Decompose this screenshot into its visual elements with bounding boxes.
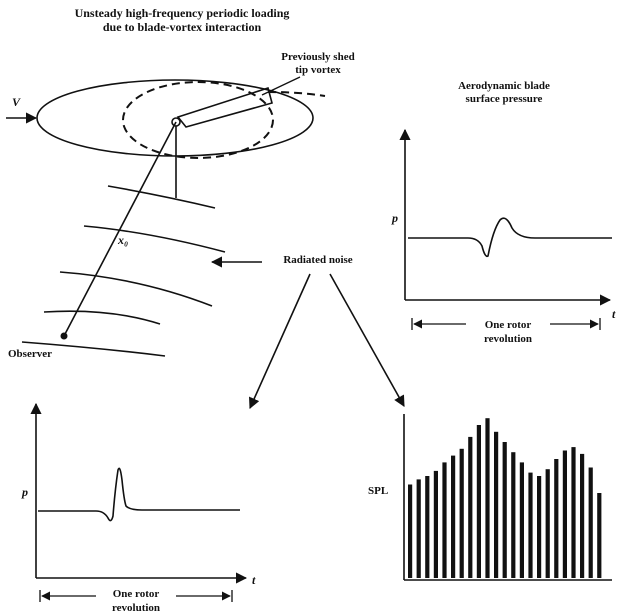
- spl-bar: [494, 431, 499, 578]
- spl-bar: [425, 476, 430, 578]
- upper-t-label: t: [612, 307, 616, 321]
- aero-pressure-label-line-1: Aerodynamic blade: [458, 80, 550, 92]
- lower-one-rotor-label: One rotor: [113, 588, 160, 600]
- lower-t-label: t: [252, 573, 256, 587]
- spl-bar: [408, 484, 413, 578]
- spl-bar: [571, 447, 576, 578]
- spl-bar: [580, 453, 585, 578]
- spl-bar: [519, 462, 524, 578]
- tip-vortex-pointer: [261, 76, 301, 96]
- observer-point: [60, 332, 68, 340]
- lower-pressure-trace: [38, 467, 240, 522]
- spl-bar: [416, 479, 421, 578]
- wavefront-4: [43, 310, 161, 325]
- spl-bar: [433, 470, 438, 578]
- wavefront-5: [21, 341, 166, 357]
- spl-bar: [545, 469, 550, 578]
- spl-bar: [451, 455, 456, 578]
- rotor-blade: [176, 86, 273, 128]
- spl-axis-label: SPL: [368, 485, 388, 497]
- upper-one-rotor-label: One rotor: [485, 319, 532, 331]
- upper-pressure-trace: [408, 217, 612, 258]
- spl-bar: [459, 448, 464, 578]
- spl-bar: [502, 442, 507, 578]
- wavefront-1: [107, 185, 216, 209]
- tip-vortex-label-line-2: tip vortex: [295, 64, 341, 76]
- observer-ray: [63, 121, 177, 337]
- radiated-noise-label: Radiated noise: [283, 254, 352, 266]
- spl-bar: [442, 462, 447, 578]
- tip-vortex-path: [122, 81, 274, 159]
- spl-bars: [408, 418, 602, 578]
- tip-vortex-label-line-1: Previously shed: [281, 51, 354, 63]
- spl-bar: [554, 459, 559, 578]
- spl-bar: [485, 418, 490, 578]
- distance-label: x₀: [117, 233, 128, 247]
- spl-bar: [597, 493, 602, 578]
- observer-label: Observer: [8, 348, 52, 360]
- spl-bar: [562, 450, 567, 578]
- lower-revolution-label: revolution: [112, 602, 160, 614]
- velocity-label: V: [12, 95, 21, 109]
- spl-bar: [537, 476, 542, 578]
- wavefront-3: [59, 271, 213, 307]
- title-line-1: Unsteady high-frequency periodic loading: [75, 6, 290, 20]
- radiated-noise-arrow-down-right: [329, 273, 405, 407]
- spl-bar: [528, 472, 533, 578]
- spl-bar: [588, 467, 593, 578]
- title-line-2: due to blade-vortex interaction: [103, 20, 262, 34]
- spl-bar: [468, 436, 473, 578]
- wavefront-2: [83, 225, 226, 253]
- radiated-noise-arrow-down-left: [249, 273, 311, 410]
- upper-revolution-label: revolution: [484, 333, 532, 345]
- spl-bar: [476, 425, 481, 578]
- tip-vortex-trail: [267, 91, 326, 97]
- upper-p-label: p: [391, 211, 398, 225]
- spl-bar: [511, 452, 516, 578]
- lower-p-label: p: [21, 485, 28, 499]
- aero-pressure-label-line-2: surface pressure: [466, 93, 543, 105]
